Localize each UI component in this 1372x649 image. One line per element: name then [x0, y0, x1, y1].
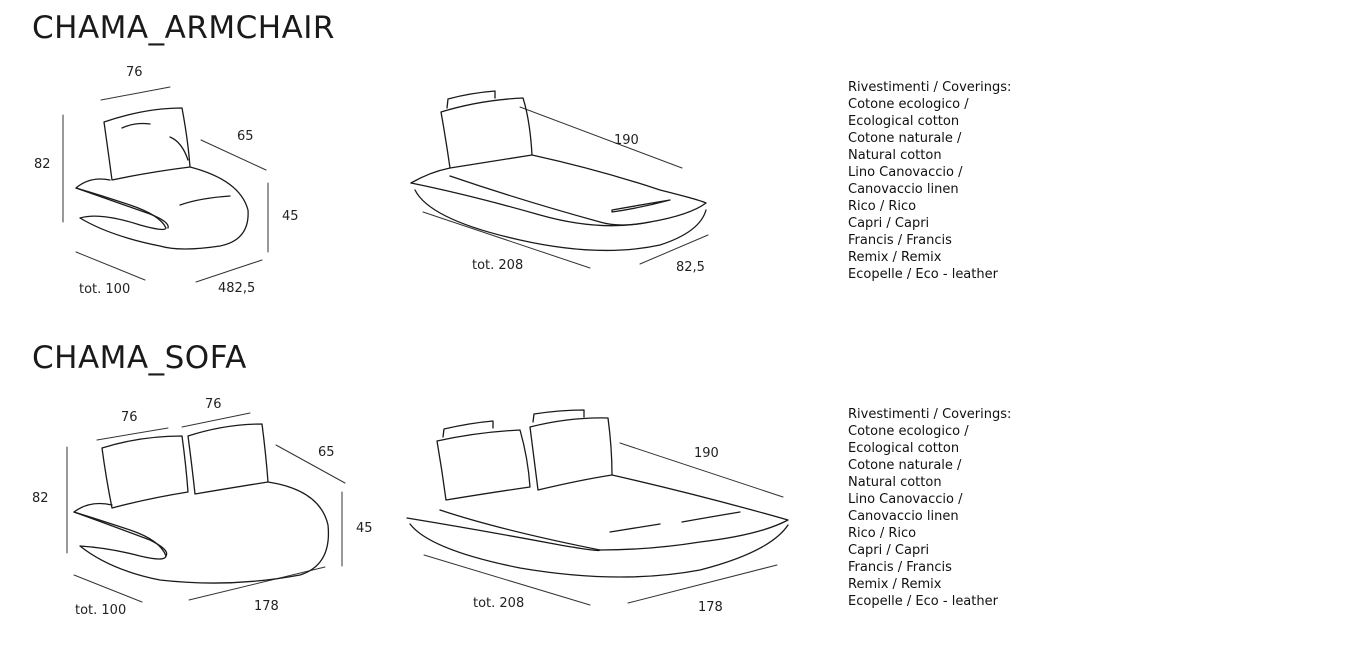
armchair-total-label: tot. 100 [79, 282, 131, 297]
covering-item: Ecopelle / Eco - leather [848, 594, 998, 609]
sofa-width-left-label: 76 [121, 410, 138, 425]
sofa-lounger-length-label: 190 [694, 446, 719, 461]
sofa-height-label: 82 [32, 491, 49, 506]
coverings-heading: Rivestimenti / Coverings: [848, 407, 1012, 422]
covering-item: Capri / Capri [848, 216, 930, 231]
sofa-side-label: 178 [254, 599, 279, 614]
armchair-width-label: 76 [126, 65, 143, 80]
covering-item: Remix / Remix [848, 577, 942, 592]
armchair-depth-label: 65 [237, 129, 254, 144]
sofa-coverings-list: Rivestimenti / Coverings: Cotone ecologi… [848, 406, 1011, 610]
covering-item: Francis / Francis [848, 560, 952, 575]
sofa-folded-drawing [66, 412, 346, 603]
covering-item: Lino Canovaccio / [848, 492, 963, 507]
sofa-lounger-total-label: tot. 208 [473, 596, 525, 611]
covering-item: Canovaccio linen [848, 509, 959, 524]
armchair-coverings-list: Rivestimenti / Coverings: Cotone ecologi… [848, 79, 1011, 283]
covering-item: Natural cotton [848, 148, 942, 163]
sofa-lounger-width-label: 178 [698, 600, 723, 615]
armchair-title: CHAMA_ARMCHAIR [32, 10, 335, 46]
armchair-side-label: 482,5 [218, 281, 256, 296]
covering-item: Rico / Rico [848, 199, 917, 214]
sofa-seat-height-label: 45 [356, 521, 373, 536]
covering-item: Cotone naturale / [848, 458, 962, 473]
sofa-title: CHAMA_SOFA [32, 340, 247, 376]
armchair-lounger-width-label: 82,5 [676, 260, 705, 275]
armchair-lounger-length-label: 190 [614, 133, 639, 148]
armchair-lounger-drawing [410, 90, 709, 269]
armchair-lounger-total-label: tot. 208 [472, 258, 524, 273]
armchair-folded-drawing [62, 86, 269, 283]
covering-item: Capri / Capri [848, 543, 930, 558]
armchair-height-label: 82 [34, 157, 51, 172]
covering-item: Ecological cotton [848, 441, 960, 456]
covering-item: Francis / Francis [848, 233, 952, 248]
sofa-depth-label: 65 [318, 445, 335, 460]
sofa-total-label: tot. 100 [75, 603, 127, 618]
covering-item: Cotone ecologico / [848, 424, 969, 439]
coverings-heading: Rivestimenti / Coverings: [848, 80, 1012, 95]
covering-item: Remix / Remix [848, 250, 942, 265]
covering-item: Cotone naturale / [848, 131, 962, 146]
covering-item: Cotone ecologico / [848, 97, 969, 112]
covering-item: Lino Canovaccio / [848, 165, 963, 180]
covering-item: Natural cotton [848, 475, 942, 490]
sofa-width-right-label: 76 [205, 397, 222, 412]
covering-item: Canovaccio linen [848, 182, 959, 197]
armchair-seat-height-label: 45 [282, 209, 299, 224]
covering-item: Ecopelle / Eco - leather [848, 267, 998, 282]
sofa-lounger-drawing [406, 409, 789, 606]
covering-item: Rico / Rico [848, 526, 917, 541]
covering-item: Ecological cotton [848, 114, 960, 129]
